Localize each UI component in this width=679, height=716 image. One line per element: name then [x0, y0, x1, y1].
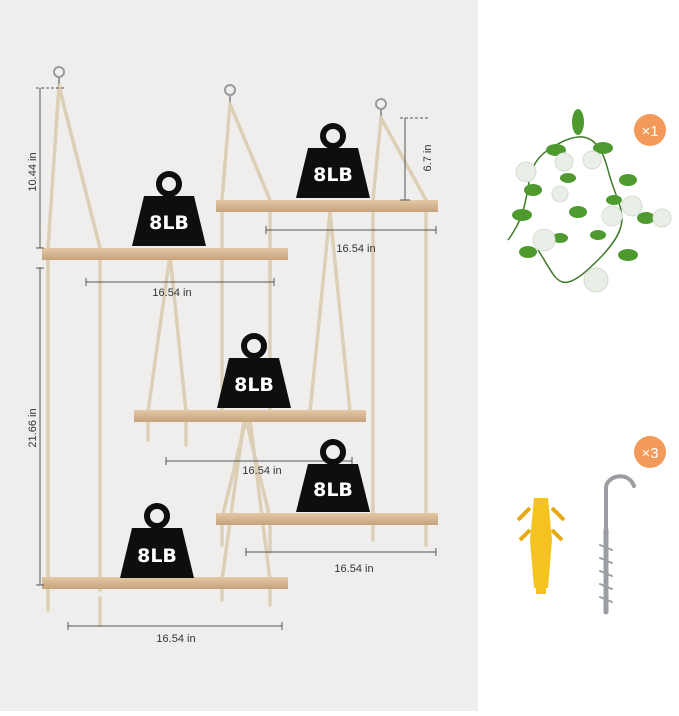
dim-top-left-height: 10.44 in — [27, 152, 39, 191]
weight-icon: 8LB — [120, 503, 194, 578]
weight-icon: 8LB — [217, 333, 291, 408]
shelf-diagram: 10.44 in 21.66 in 6.7 in 16.54 in 16.54 … — [27, 66, 438, 645]
weight-label-3: 8LB — [234, 374, 274, 396]
weight-label-5: 8LB — [137, 545, 177, 567]
vine-icon — [507, 109, 672, 293]
shelves — [42, 200, 438, 589]
shelf-diagram-panel: 10.44 in 21.66 in 6.7 in 16.54 in 16.54 … — [0, 0, 478, 711]
weight-label-2: 8LB — [313, 164, 353, 186]
shelf-2 — [216, 200, 438, 212]
dim-shelf-2-width: 16.54 in — [336, 243, 375, 255]
weight-label-1: 8LB — [149, 212, 189, 234]
accessories-drawing: ×1 ×3 — [507, 109, 672, 615]
screw-hook-icon — [599, 474, 636, 615]
vine-count-label: ×1 — [641, 123, 658, 140]
dim-shelf-5-width: 16.54 in — [156, 633, 195, 645]
accessories-panel: ×1 ×3 — [478, 0, 679, 711]
shelf-5 — [42, 577, 288, 589]
dim-shelf-3-width: 16.54 in — [242, 465, 281, 477]
hardware-count-label: ×3 — [641, 445, 658, 462]
weight-icon: 8LB — [296, 439, 370, 512]
shelf-4 — [216, 513, 438, 525]
dim-shelf-1-width: 16.54 in — [152, 287, 191, 299]
shelf-1 — [42, 248, 288, 260]
hook-icon — [53, 66, 387, 118]
badge-hardware-count: ×3 — [634, 436, 666, 468]
dim-top-right-height: 6.7 in — [422, 145, 434, 172]
rope — [46, 84, 428, 627]
dim-shelf-4-width: 16.54 in — [334, 563, 373, 575]
badge-vine-count: ×1 — [634, 114, 666, 146]
wall-anchor-icon — [516, 498, 566, 594]
weight-label-4: 8LB — [313, 479, 353, 501]
shelf-3 — [134, 410, 366, 422]
weight-icon: 8LB — [296, 123, 370, 198]
weight-icon: 8LB — [132, 171, 206, 246]
dim-total-height: 21.66 in — [27, 408, 39, 447]
